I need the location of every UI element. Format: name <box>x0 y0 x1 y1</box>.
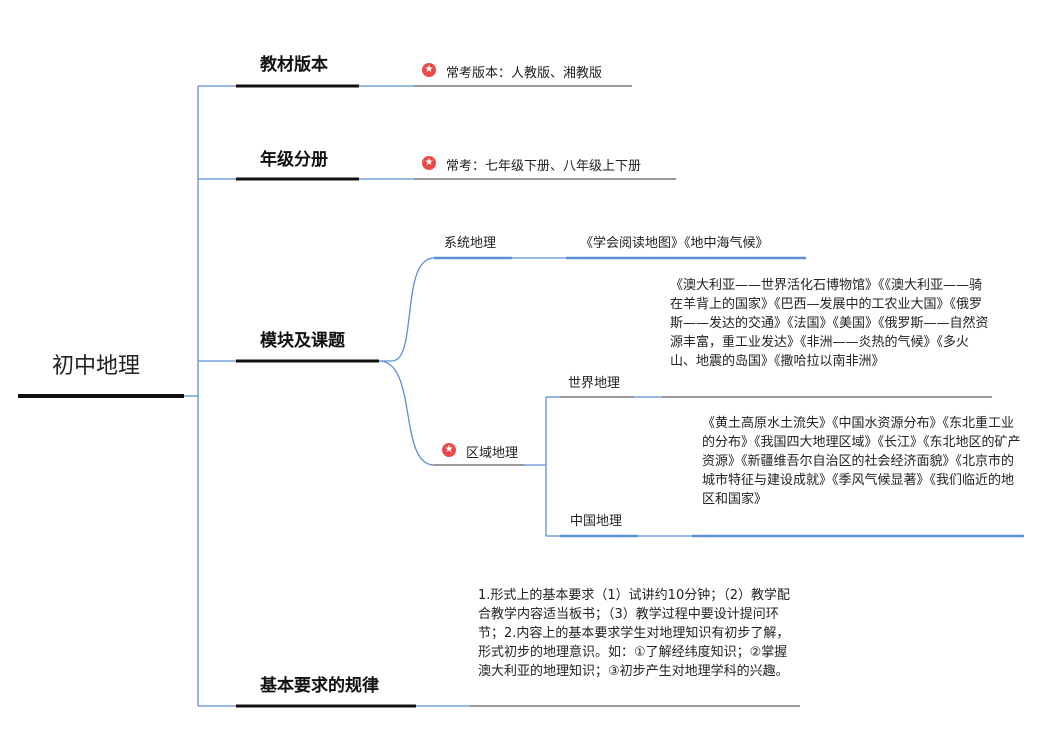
star-icon: ★ <box>422 156 436 170</box>
topic-world-geography[interactable]: 世界地理 <box>568 376 621 391</box>
world-geography-detail[interactable]: 《澳大利亚——世界活化石博物馆》《《澳大利亚——骑在羊背上的国家》《巴西—发展中… <box>670 278 989 369</box>
topic-requirements[interactable]: 基本要求的规律 <box>260 676 379 696</box>
china-geography-detail[interactable]: 《黄土高原水土流失》《中国水资源分布》《东北重工业的分布》《我国四大地理区域》《… <box>702 416 1021 507</box>
star-icon: ★ <box>442 443 456 457</box>
root-topic[interactable]: 初中地理 <box>52 354 141 379</box>
grade-detail[interactable]: 常考：七年级下册、八年级上下册 <box>446 159 642 174</box>
topic-regional-geography[interactable]: 区域地理 <box>466 446 519 461</box>
topic-china-geography[interactable]: 中国地理 <box>570 514 623 529</box>
requirements-detail[interactable]: 1.形式上的基本要求（1）试讲约10分钟；（2）教学配合教学内容适当板书；（3）… <box>478 588 790 679</box>
topic-modules[interactable]: 模块及课题 <box>260 331 345 351</box>
star-icon: ★ <box>422 63 436 77</box>
textbook-detail[interactable]: 常考版本：人教版、湘教版 <box>446 66 603 81</box>
topic-textbook[interactable]: 教材版本 <box>260 55 328 75</box>
systematic-detail[interactable]: 《学会阅读地图》《地中海气候》 <box>580 236 769 251</box>
topic-systematic-geography[interactable]: 系统地理 <box>444 236 497 251</box>
topic-grade[interactable]: 年级分册 <box>260 150 328 170</box>
